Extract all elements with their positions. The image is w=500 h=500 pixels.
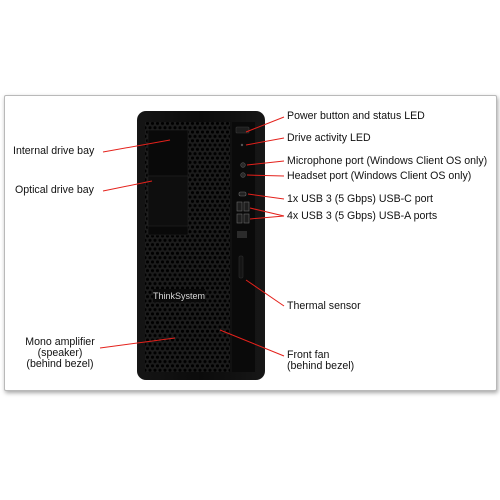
front-badge: ThinkSystem — [153, 291, 205, 301]
power-button — [235, 126, 250, 134]
usb-c-port — [238, 191, 247, 197]
optical-drive-bay — [147, 175, 189, 227]
callout-line-power — [245, 116, 285, 133]
label-mono-amplifier-line2: (speaker) — [37, 347, 83, 359]
usb-a-port — [236, 201, 243, 212]
callout-line-usb-a — [249, 215, 285, 220]
label-thermal-sensor: Thermal sensor — [287, 300, 361, 312]
callout-line-thermal — [245, 279, 285, 307]
badge-plate — [153, 289, 205, 302]
callout-line-usb-a — [249, 207, 285, 217]
io-panel — [232, 122, 255, 372]
label-microphone-port: Microphone port (Windows Client OS only) — [287, 155, 488, 167]
label-drive-activity-led: Drive activity LED — [287, 132, 371, 144]
label-mono-amplifier-line1: Mono amplifier — [25, 336, 95, 348]
callout-line-optical-bay — [102, 180, 153, 192]
io-label-tag — [237, 231, 247, 238]
label-front-fan: Front fan (behind bezel) — [287, 350, 354, 372]
callout-line-fan — [219, 329, 285, 357]
usb-a-port — [243, 213, 250, 224]
label-headset-port: Headset port (Windows Client OS only) — [287, 170, 472, 182]
label-front-fan-line1: Front fan — [287, 349, 330, 361]
usb-a-port — [236, 213, 243, 224]
callout-line-headset — [246, 174, 285, 177]
microphone-port — [240, 162, 246, 168]
thermal-sensor — [238, 255, 244, 279]
label-front-fan-line2: (behind bezel) — [287, 360, 355, 372]
callout-line-internal-bay — [102, 139, 171, 153]
label-mono-amplifier-line3: (behind bezel) — [26, 358, 94, 370]
label-internal-drive-bay: Internal drive bay — [13, 145, 95, 157]
callout-lines — [99, 116, 285, 357]
usb-a-port — [243, 201, 250, 212]
label-optical-drive-bay: Optical drive bay — [15, 184, 94, 196]
label-usb-a-ports: 4x USB 3 (5 Gbps) USB-A ports — [287, 210, 438, 222]
label-usb-c-port: 1x USB 3 (5 Gbps) USB-C port — [287, 193, 434, 205]
callout-line-microphone — [246, 160, 285, 166]
drive-activity-led — [240, 143, 244, 147]
server-chassis: ThinkSystem — [137, 111, 265, 380]
headset-port — [240, 172, 246, 178]
callout-line-speaker — [99, 337, 176, 349]
label-mono-amplifier: Mono amplifier (speaker) (behind bezel) — [18, 337, 102, 370]
callout-line-usb-c — [247, 193, 285, 200]
label-power-button: Power button and status LED — [287, 110, 425, 122]
callout-line-drive-led — [245, 137, 285, 146]
